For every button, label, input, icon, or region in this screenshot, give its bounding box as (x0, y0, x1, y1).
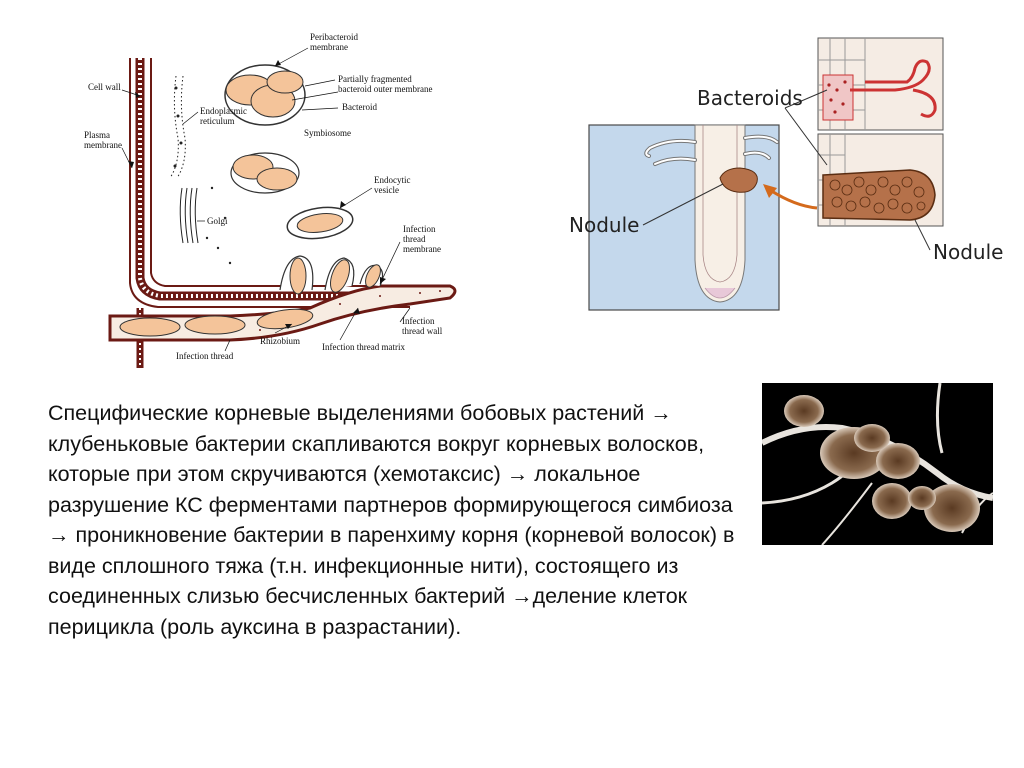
label-partially-fragmented: Partially fragmented bacteroid outer mem… (338, 74, 433, 94)
label-rhizobium: Rhizobium (260, 336, 300, 346)
label-plasma-membrane: Plasma membrane (84, 130, 122, 150)
orange-arrow (769, 188, 818, 210)
label-infection-thread: Infection thread (176, 351, 234, 361)
label-endoplasmic-reticulum: Endoplasmic reticulum (200, 106, 247, 126)
rhizobium-2 (184, 315, 246, 335)
label-bacteroid: Bacteroid (342, 102, 377, 112)
body-paragraph-container: Специфические корневые выделениями бобов… (48, 398, 748, 642)
body-paragraph: Специфические корневые выделениями бобов… (48, 401, 735, 639)
rhizobium-1 (119, 317, 181, 337)
label-nodule-right: Nodule (933, 240, 1004, 264)
label-infection-thread-membrane: Infection thread membrane (403, 224, 441, 254)
nodule-diagram: Bacteroids Nodule Nodule (555, 30, 1005, 320)
root-tip (694, 124, 746, 303)
golgi (179, 187, 199, 244)
label-infection-thread-wall: Infection thread wall (402, 316, 443, 336)
label-symbiosome: Symbiosome (304, 128, 352, 138)
label-bacteroids: Bacteroids (697, 86, 803, 110)
label-endocytic-vesicle: Endocytic vesicle (374, 175, 411, 195)
nodule-photo-svg (762, 383, 993, 545)
label-infection-thread-matrix: Infection thread matrix (322, 342, 405, 352)
plasma-membrane (150, 58, 410, 287)
endoplasmic-reticulum (169, 75, 179, 179)
label-golgi: Golgi (207, 216, 228, 226)
small-nodule (719, 167, 758, 193)
large-nodule (822, 169, 936, 221)
nodule-diagram-svg (555, 30, 1005, 320)
infection-diagram-svg (108, 47, 457, 368)
label-peribacteroid-membrane: Peribacteroid membrane (310, 32, 358, 52)
label-cell-wall: Cell wall (88, 82, 121, 92)
rhizobium-3 (256, 308, 314, 330)
nodule-photo (762, 383, 993, 545)
root-cross-section (588, 124, 780, 311)
label-nodule-left: Nodule (569, 213, 640, 237)
infection-diagram: Cell wall Plasma membrane Peribacteroid … (80, 28, 480, 373)
